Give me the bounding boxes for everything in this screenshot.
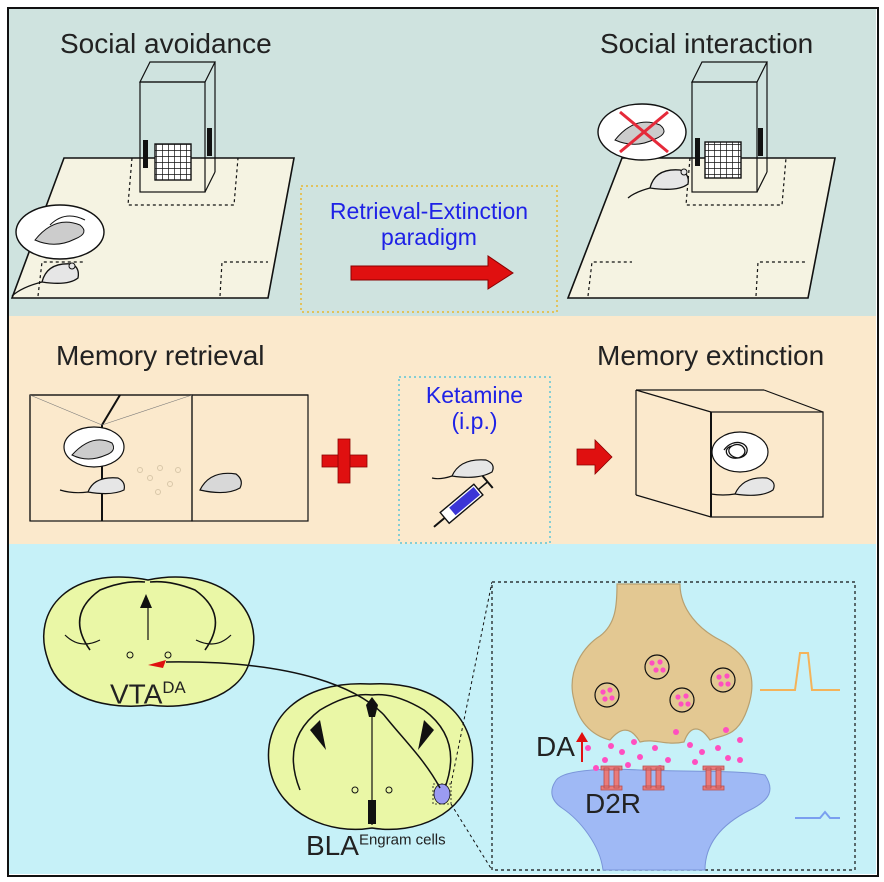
postsynaptic-terminal — [551, 768, 771, 871]
bla-text: BLA — [306, 830, 359, 861]
postsynaptic-trace — [795, 810, 840, 819]
memory-extinction-title: Memory extinction — [597, 340, 825, 371]
extinction-chamber — [635, 389, 824, 518]
retrieval-chambers — [29, 394, 309, 522]
memory-retrieval-title: Memory retrieval — [56, 340, 265, 371]
left-arena — [10, 61, 295, 299]
vta-text: VTA — [110, 678, 163, 710]
ketamine-box — [398, 376, 551, 544]
da-increase-arrow — [576, 732, 588, 742]
paradigm-arrow — [350, 255, 514, 290]
d2r-label: D2R — [585, 788, 642, 819]
bla-label: BLAEngram cells — [306, 830, 446, 862]
plus-icon — [321, 438, 368, 484]
social-interaction-title: Social interaction — [600, 28, 814, 59]
d2-receptors — [600, 765, 725, 791]
vta-brain-section — [43, 576, 255, 707]
vta-label: VTADA — [110, 678, 186, 710]
right-arena — [566, 61, 836, 299]
paradigm-label: Retrieval-Extinction paradigm — [301, 198, 557, 250]
paradigm-line2: paradigm — [381, 224, 477, 250]
vesicle-contents — [585, 659, 743, 771]
da-label: DA — [536, 731, 575, 762]
syringe-icon — [431, 459, 494, 528]
paradigm-line1: Retrieval-Extinction — [329, 198, 529, 224]
ketamine-name: Ketamine — [425, 382, 524, 408]
social-avoidance-title: Social avoidance — [60, 28, 272, 59]
crossed-memory-icon — [597, 103, 689, 199]
paradigm-box — [300, 185, 558, 313]
extinction-arrow — [576, 439, 613, 475]
ketamine-label: Ketamine (i.p.) — [399, 382, 550, 434]
vta-superscript: DA — [162, 678, 186, 697]
presynaptic-trace — [760, 652, 840, 691]
bla-superscript: Engram cells — [358, 831, 446, 849]
memory-panel — [8, 316, 876, 544]
bla-brain-section — [267, 683, 474, 831]
ketamine-route: (i.p.) — [451, 408, 498, 434]
anxious-mouse-icon — [11, 204, 105, 297]
